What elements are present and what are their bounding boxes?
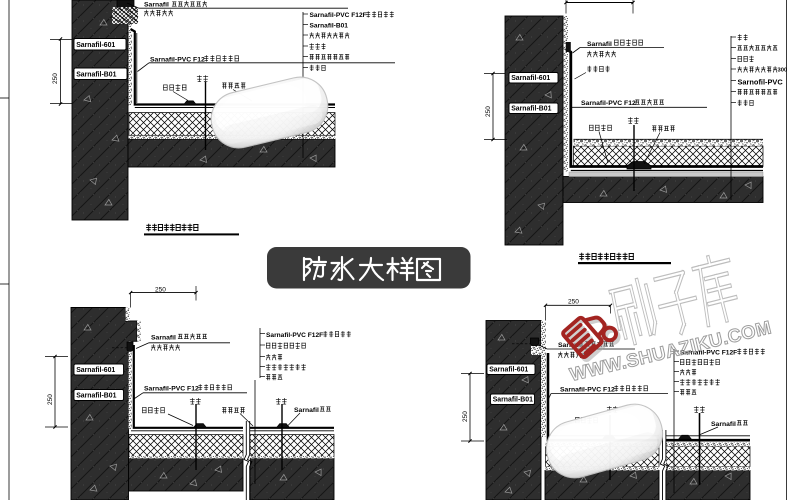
svg-text:250: 250 (155, 287, 166, 294)
svg-text:Sarnafil-B01: Sarnafil-B01 (76, 393, 116, 400)
svg-text:Sarnafil-PVC F12F: Sarnafil-PVC F12F (266, 332, 323, 339)
svg-text:Sarnafil: Sarnafil (294, 407, 319, 414)
svg-text:Sarnafil-601: Sarnafil-601 (511, 75, 550, 82)
svg-text:Sarnafil-PVC F12F: Sarnafil-PVC F12F (310, 12, 367, 19)
svg-text:Sarnafil: Sarnafil (587, 41, 612, 48)
svg-text:250: 250 (568, 299, 579, 306)
svg-text:250: 250 (47, 394, 54, 405)
svg-text:Sarnafil: Sarnafil (151, 335, 176, 342)
svg-text:Sarnafil-PVC F12: Sarnafil-PVC F12 (581, 100, 636, 107)
svg-text:Sarnofil-PVC: Sarnofil-PVC (738, 78, 784, 87)
svg-text:Sarnafil-601: Sarnafil-601 (76, 42, 115, 49)
svg-text:250: 250 (52, 73, 59, 84)
svg-text:Sarnafil-601: Sarnafil-601 (489, 367, 528, 374)
svg-text:Sarnafil-B01: Sarnafil-B01 (76, 72, 116, 79)
svg-text:Sarnafil-B01: Sarnafil-B01 (310, 23, 349, 30)
svg-text:Sarnafil: Sarnafil (144, 2, 169, 9)
svg-text:Sarnafil-B01: Sarnafil-B01 (511, 106, 551, 113)
svg-text:Sarnafil-PVC F12: Sarnafil-PVC F12 (150, 57, 205, 64)
svg-text:Sarnafil-PVC F12: Sarnafil-PVC F12 (560, 387, 615, 394)
svg-text:250: 250 (485, 106, 492, 117)
svg-text:300: 300 (778, 68, 788, 74)
svg-text:250: 250 (462, 411, 469, 422)
svg-text:Sarnafil-PVC F12: Sarnafil-PVC F12 (144, 386, 199, 393)
svg-text:Sarnafil-B01: Sarnafil-B01 (493, 397, 533, 404)
svg-text:Sarnafil-PVC F12F: Sarnafil-PVC F12F (680, 349, 737, 356)
svg-text:Sarnafil-601: Sarnafil-601 (76, 367, 115, 374)
svg-text:Sarnafil: Sarnafil (711, 421, 736, 428)
